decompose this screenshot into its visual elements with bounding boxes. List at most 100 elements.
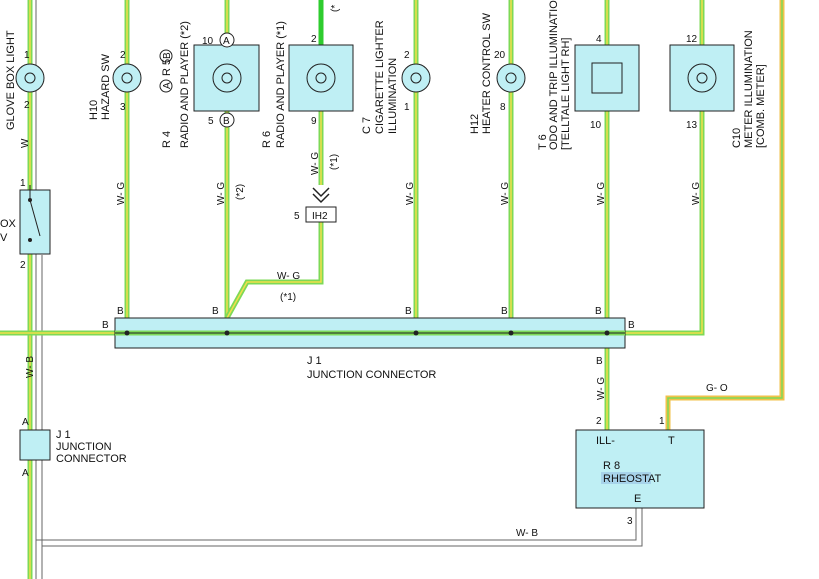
radio-r4-conn-top: A [223,36,230,47]
wire-label-rheostat: W- G [596,377,607,400]
odo-label2: [TELLTALE LIGHT RH] [560,38,572,150]
glove-sw-pin-bottom: 2 [20,260,26,271]
jc-pin-radio: B [212,306,219,317]
rheostat-pin-ill: ILL- [596,435,615,447]
rheostat-pin-t: T [668,435,675,447]
jc-pin-right: B [628,320,635,331]
radio-r6-note: (* [330,5,341,12]
wire-label-cig: W- G [405,182,416,205]
jc-pin-bottom: B [596,356,603,367]
glove-box-pin-top: 1 [24,50,30,61]
small-jc-code: J 1 [56,429,71,441]
glove-box-label: GLOVE BOX LIGHT [5,30,17,130]
small-jc-pin-bottom: A [22,468,29,479]
rheostat-pin-1: 1 [659,416,665,427]
rheostat-code: R 8 [603,460,620,472]
wire-label-ih2: W- G [277,271,300,282]
jc-pin-hazard: B [117,306,124,317]
wire-note-1: (*1) [280,292,296,303]
jc-pin-cig: B [405,306,412,317]
radio-r4-pin-top: 10 [202,36,214,47]
cig-label: CIGARETTE LIGHTER [374,20,386,134]
wire-label-hazard: W- G [116,182,127,205]
ih2-connector: IH2 5 [294,187,337,223]
rheostat: ILL- T R 8 RHEOSTAT E 2 1 3 [575,416,705,527]
glove-box-pin-bottom: 2 [24,100,30,111]
radio-r4-r5: A 10 B 5 A B R 4 R 5 RADIO AND PLAYER (*… [159,21,260,148]
jc-pin-left: B [102,320,109,331]
jc-code: J 1 [307,355,322,367]
small-jc-label1: JUNCTION [56,441,112,453]
meter-pin-bottom: 13 [686,120,698,131]
glove-box-switch: 1 2 OX V [0,178,51,271]
wire-glove-box [27,0,43,579]
radio-r6-pin-top: 2 [311,34,317,45]
radio-r6-pin-bottom: 9 [311,116,317,127]
radio-r6: 2 9 (* R 6 RADIO AND PLAYER (*1) [261,5,354,148]
radio-side-b: B [162,52,173,59]
heater-label: HEATER CONTROL SW [481,12,493,134]
jc-pin-odo: B [595,306,602,317]
cig-pin-bottom: 1 [404,102,410,113]
odo-code: T 6 [537,134,549,150]
radio-side-a: A [162,82,173,89]
heater-pin-bottom: 8 [500,102,506,113]
hazard-code: H10 [88,100,100,120]
ih2-pin: 5 [294,211,300,222]
radio-r5-code: R 5 [161,59,173,76]
hazard-label: HAZARD SW [100,53,112,120]
glove-box-light: 1 2 GLOVE BOX LIGHT [5,30,45,130]
heater-code: H12 [469,114,481,134]
rheostat-label: RHEOSTAT [603,473,662,485]
heater-pin-top: 20 [494,50,506,61]
jc-label: JUNCTION CONNECTOR [307,369,436,381]
hazard-sw: 2 3 H10 HAZARD SW [88,50,142,120]
odo-pin-top: 4 [596,34,602,45]
cigarette-lighter-ill: 2 1 C 7 CIGARETTE LIGHTER ILLUMINATION [361,20,431,134]
wire-label-meter: W- G [691,182,702,205]
wire-label-odo: W- G [596,182,607,205]
glove-sw-label2: V [0,232,8,244]
cig-pin-top: 2 [404,50,410,61]
wire-label-r6: W- G [310,152,321,175]
small-jc-pin-top: A [22,417,29,428]
hazard-pin-top: 2 [120,50,126,61]
heater-control-sw: 20 8 H12 HEATER CONTROL SW [469,12,526,134]
small-junction-connector: A A J 1 JUNCTION CONNECTOR [19,417,127,479]
wire-label-bottom-wb: W- B [516,528,538,539]
jc-pin-heater: B [501,306,508,317]
wire-labels: W W- G W- G (*2) W- G (*1) W- G (*1) W- … [20,138,728,539]
radio-r6-label: RADIO AND PLAYER (*1) [275,21,287,148]
wire-label-w: W [20,138,31,148]
glove-sw-label1: OX [0,218,17,230]
odo-trip-ill: 4 10 T 6 ODO AND TRIP ILLUMINATION [TELL… [537,0,640,150]
radio-r4-code: R 4 [161,131,173,148]
hazard-pin-bottom: 3 [120,102,126,113]
radio-r4-conn-bottom: B [223,116,230,127]
wire-label-radio: W- G [216,182,227,205]
meter-code: C10 [731,128,743,148]
meter-pin-top: 12 [686,34,698,45]
rheostat-pin-2: 2 [596,416,602,427]
cig-label2: ILLUMINATION [387,58,399,134]
radio-r4-label: RADIO AND PLAYER (*2) [179,21,191,148]
rheostat-pin-3: 3 [627,516,633,527]
rheostat-pin-e: E [634,493,641,505]
ih2-label: IH2 [312,211,328,222]
meter-label2: [COMB. METER] [755,64,767,148]
junction-connector: B B B B B B B B J 1 JUNCTION CONNECTOR [102,306,635,381]
wire-note-2: (*2) [235,184,246,200]
wire-label-left-wb: W- B [25,356,36,378]
odo-pin-bottom: 10 [590,120,602,131]
radio-r6-code: R 6 [261,131,273,148]
glove-sw-pin-top: 1 [20,178,26,189]
wire-note-1-top: (*1) [329,154,340,170]
small-jc-label2: CONNECTOR [56,453,127,465]
cig-code: C 7 [361,117,373,134]
meter-ill: 12 13 C10 METER ILLUMINATION [COMB. METE… [669,30,767,148]
radio-r4-pin-bottom: 5 [208,116,214,127]
odo-label: ODO AND TRIP ILLUMINATION [548,0,560,150]
meter-label: METER ILLUMINATION [743,30,755,148]
wire-label-heater: W- G [500,182,511,205]
